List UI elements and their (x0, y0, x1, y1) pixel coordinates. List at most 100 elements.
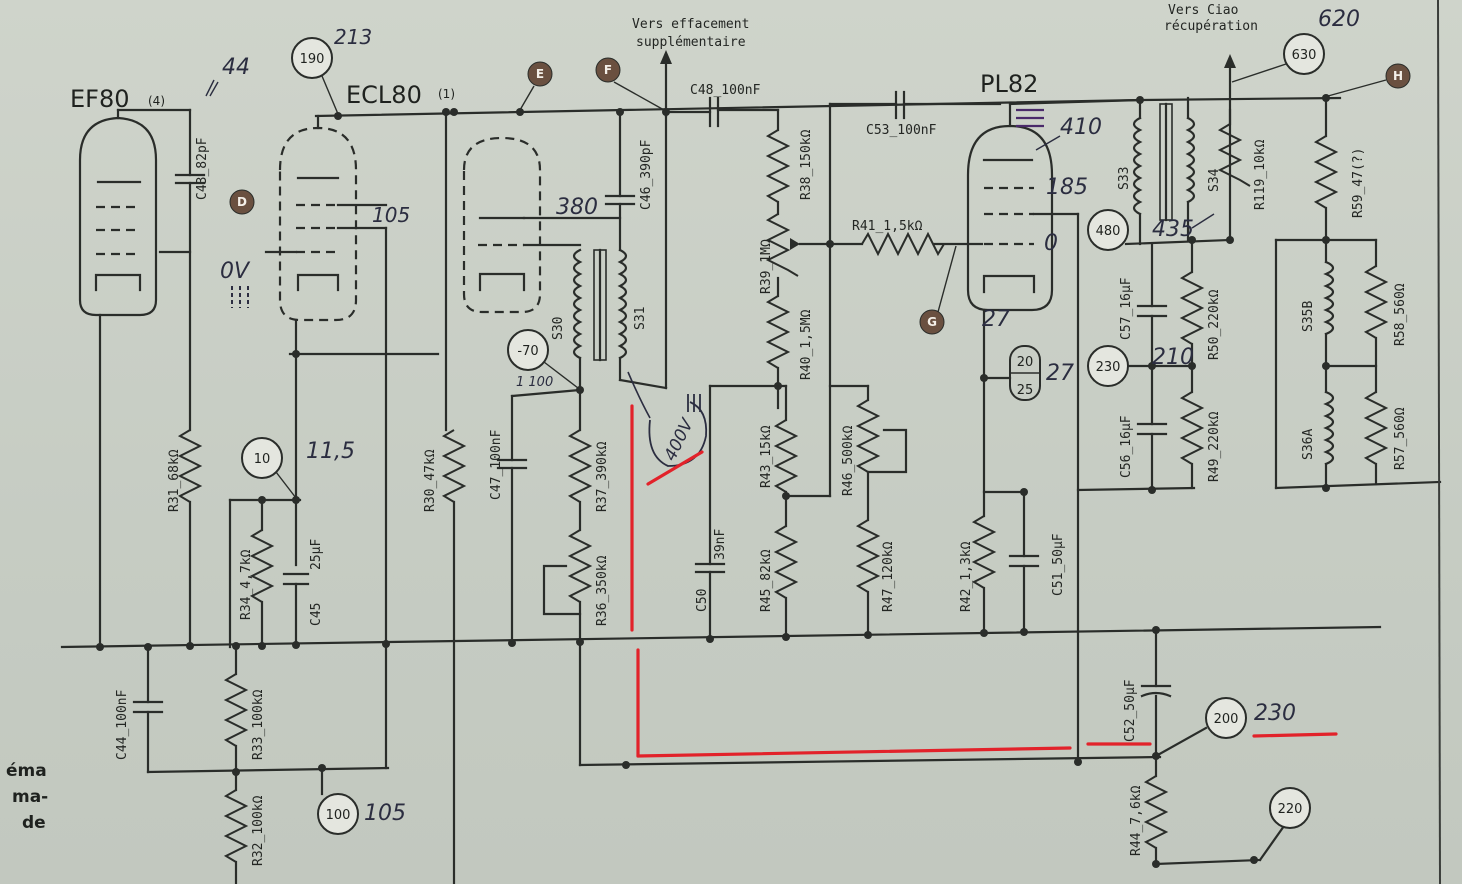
r37-resistor (567, 429, 593, 532)
c45-value: 25µF (309, 539, 324, 570)
b-plus-rail (314, 96, 1342, 118)
r36-potentiometer (542, 529, 593, 767)
r46-potentiometer (828, 384, 908, 522)
hand-105b: 105 (364, 801, 406, 826)
r44-label: R44_7,6kΩ (1129, 785, 1144, 856)
marker-g-leader (937, 245, 957, 313)
r57-resistor (1274, 391, 1442, 490)
r119-label: R119_10kΩ (1253, 139, 1268, 210)
marker-e-leader (519, 85, 535, 111)
ef80-tube (78, 108, 192, 649)
svg-text:H: H (1393, 69, 1403, 83)
s36a-label: S36A (1301, 429, 1316, 460)
c46-capacitor (604, 114, 636, 252)
junction-dots (96, 94, 1330, 868)
svg-text:220: 220 (1278, 802, 1303, 817)
r32-label: R32_100kΩ (251, 795, 266, 866)
hand-185: 185 (1046, 175, 1088, 200)
c57-label: C57_16µF (1119, 277, 1134, 340)
recuperation-line2: récupération (1164, 19, 1258, 34)
hand-620: 620 (1318, 7, 1360, 32)
s35b-label: S35B (1301, 301, 1316, 332)
hand-410-leader (1035, 135, 1061, 151)
ecl80-triode (444, 110, 622, 432)
c52-label: C52_50µF (1123, 679, 1138, 742)
r49-label: R49_220kΩ (1207, 411, 1222, 482)
r41-label: R41_1,5kΩ (852, 219, 923, 234)
test-point-10: 10 (241, 437, 283, 479)
marker-d: D (229, 189, 255, 215)
r44-resistor (1143, 726, 1286, 866)
hand-44: 44 (222, 55, 250, 80)
side-text-1: éma (6, 761, 47, 781)
c50-capacitor (694, 384, 726, 641)
hand-27a: 27 (982, 307, 1010, 332)
r45-label: R45_82kΩ (759, 549, 774, 612)
c44-label: C44_100nF (115, 689, 130, 760)
c44-capacitor (132, 645, 164, 774)
hand-435: 435 (1152, 217, 1194, 242)
fraction-top: 20 (1017, 355, 1034, 370)
r50-label: R50_220kΩ (1207, 289, 1222, 360)
test-point-220: 220 (1269, 787, 1311, 829)
c47-capacitor (496, 388, 582, 645)
hand-380: 380 (556, 195, 598, 220)
s31-label: S31 (633, 307, 648, 330)
r57-label: R57_560Ω (1393, 407, 1408, 470)
hand-0: 0 (1044, 231, 1058, 256)
c43-capacitor (158, 108, 206, 432)
s30-s31-coil (572, 114, 668, 432)
r43-resistor (708, 242, 832, 528)
r43-label: R43_15kΩ (759, 425, 774, 488)
ef80-number: (4) (148, 94, 165, 108)
svg-text:E: E (536, 67, 544, 81)
r36-label: R36_350kΩ (595, 555, 610, 626)
c53-label: C53_100nF (866, 123, 937, 138)
r49-resistor (1179, 391, 1205, 490)
r37-label: R37_390kΩ (595, 441, 610, 512)
c50-value: 39nF (713, 529, 728, 560)
effacement-arrow (660, 50, 672, 118)
s30-label: S30 (551, 317, 566, 340)
test-point-630: 630 (1283, 33, 1325, 75)
hand-crossout (1016, 108, 1044, 128)
test-point-100: 100 (317, 793, 359, 835)
c47-label: C47_100nF (489, 429, 504, 500)
r42-label: R42_1,3kΩ (959, 541, 974, 612)
tp10-leader (275, 471, 297, 499)
hand-213: 213 (334, 25, 372, 49)
recuperation-line1: Vers Ciao (1168, 3, 1238, 18)
test-point-200: 200 (1205, 697, 1247, 739)
marker-f-leader (613, 81, 665, 111)
hand-230: 230 (1254, 701, 1296, 726)
c45-capacitor (282, 572, 310, 649)
r59-label: R59_47(?) (1351, 148, 1366, 218)
svg-text:D: D (237, 195, 247, 209)
r39-potentiometer (765, 200, 832, 277)
ground-rail (60, 625, 1382, 649)
hand-435-leader (1191, 213, 1215, 229)
r30-label: R30_47kΩ (423, 449, 438, 512)
marker-f: F (595, 57, 621, 83)
bottom-rail (146, 755, 1162, 774)
hand-410: 410 (1060, 115, 1102, 140)
effacement-line2: supplémentaire (636, 35, 746, 50)
c43-label: C43_82pF (195, 137, 210, 200)
s35b-coil (1323, 238, 1335, 368)
svg-text:G: G (927, 315, 937, 329)
c48-capacitor (664, 96, 780, 128)
r33-label: R33_100kΩ (251, 689, 266, 760)
c51-capacitor (1008, 490, 1040, 634)
c50-label: C50 (695, 589, 710, 612)
effacement-line1: Vers effacement (632, 17, 749, 32)
r45-resistor (773, 525, 799, 639)
s33-transformer (1124, 96, 1232, 246)
r38-resistor (765, 108, 791, 203)
r39-label: R39_1MΩ (759, 239, 774, 294)
hand-105a: 105 (372, 203, 410, 227)
r32-resistor (223, 789, 249, 884)
ecl80-number: (1) (438, 87, 455, 101)
side-text-2: ma- (12, 787, 48, 807)
r31-label: R31_68kΩ (167, 449, 182, 512)
c56-capacitor (1076, 422, 1196, 492)
